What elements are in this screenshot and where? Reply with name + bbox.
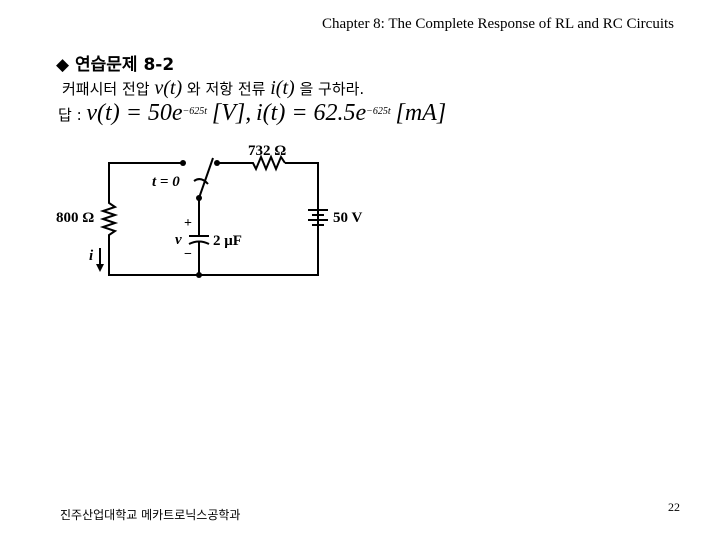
nodes	[180, 160, 220, 278]
label-minus: −	[184, 247, 192, 262]
question-text: 커패시터 전압	[62, 80, 150, 98]
chapter-header: Chapter 8: The Complete Response of RL a…	[321, 16, 674, 32]
label-i: i	[89, 248, 94, 264]
question-text: 와 저항 전류	[186, 80, 266, 98]
question: 커패시터 전압 v(t) 와 저항 전류 i(t) 을 구하라.	[62, 77, 364, 100]
answer-v-unit: [V],	[211, 100, 252, 126]
capacitor-plate	[188, 240, 210, 245]
resistor-732	[217, 154, 286, 172]
label-2uf: 2 μF	[213, 233, 242, 249]
label-switch: t = 0	[152, 174, 180, 190]
question-text: 을 구하라.	[299, 80, 365, 98]
problem-title-text: 연습문제 8-2	[75, 55, 175, 75]
answer-i-exp: −625t	[366, 106, 391, 117]
label-800-ohm: 800 Ω	[56, 210, 94, 226]
footer-institution: 진주산업대학교 메카트로닉스공학과	[60, 508, 241, 522]
answer-i: i(t) = 62.5e	[256, 100, 367, 126]
label-v: v	[175, 232, 182, 248]
answer-v: v(t) = 50e	[86, 100, 183, 126]
question-v: v(t)	[154, 77, 183, 99]
label-50v: 50 V	[333, 210, 362, 226]
switch	[198, 157, 214, 199]
answer-label: 답 :	[58, 106, 82, 124]
wire	[285, 162, 319, 224]
diamond-icon: ◆	[56, 55, 70, 75]
label-plus: +	[184, 216, 192, 231]
answer-v-exp: −625t	[182, 106, 208, 117]
wire	[99, 162, 319, 276]
page-number: 22	[668, 500, 680, 514]
label-732-ohm: 732 Ω	[248, 143, 286, 159]
answer-i-unit: [mA]	[395, 100, 447, 126]
switch-arrow	[193, 178, 209, 185]
question-i: i(t)	[270, 77, 295, 99]
answer: 답 : v(t) = 50e−625t [V], i(t) = 62.5e−62…	[58, 100, 446, 127]
problem-title: ◆ 연습문제 8-2	[56, 50, 174, 75]
